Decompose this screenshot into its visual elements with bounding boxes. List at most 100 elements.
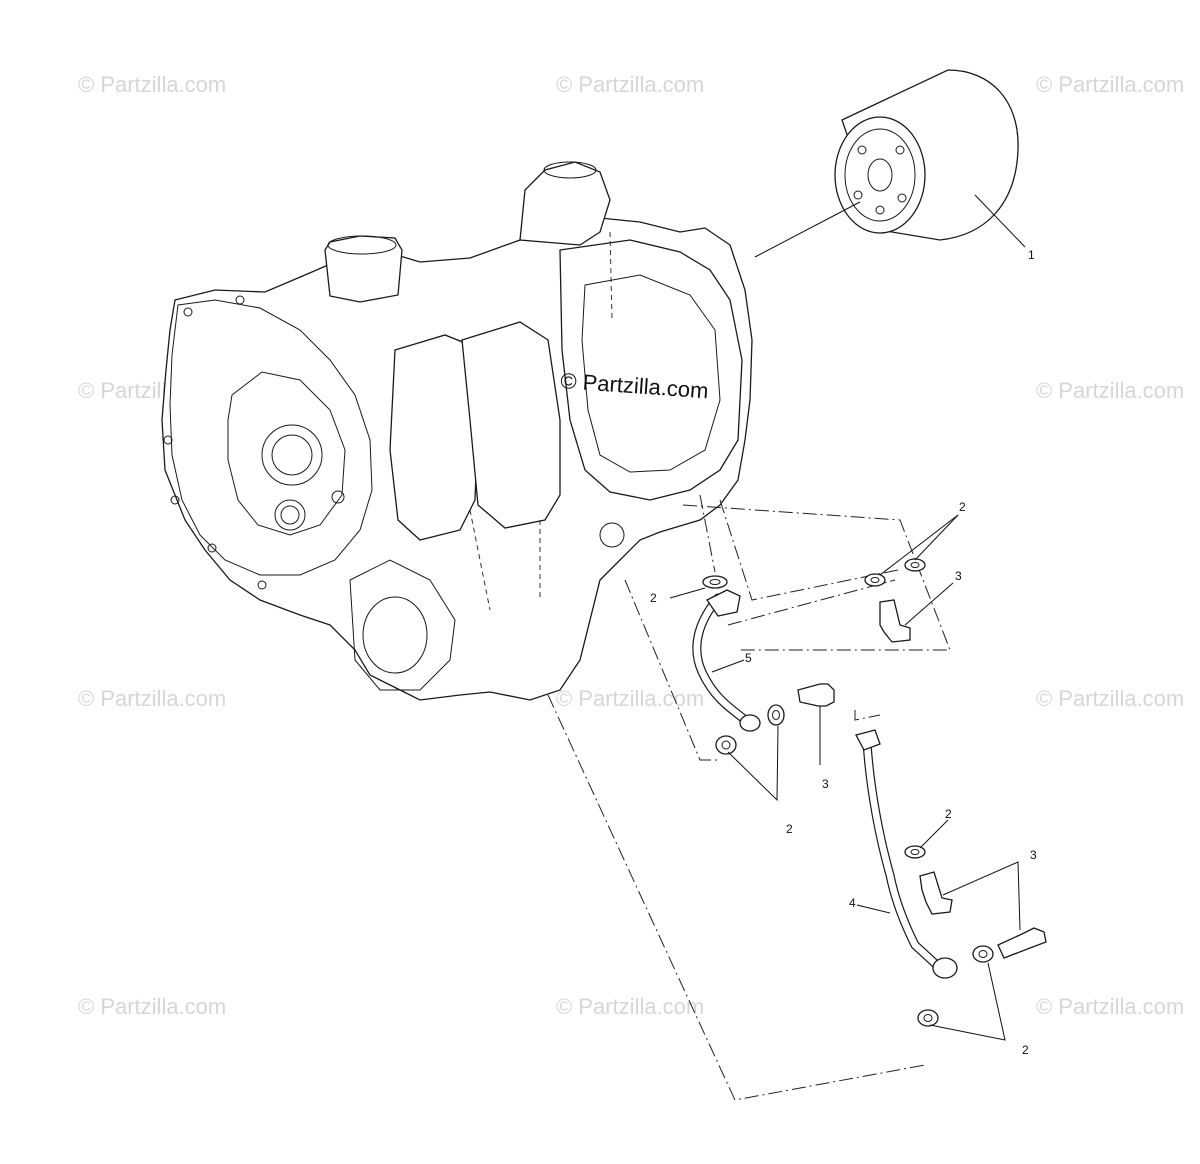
assembly-line <box>547 694 926 1101</box>
engine-crankcase <box>161 161 753 701</box>
callout-3-middle: 3 <box>822 777 829 791</box>
callout-1: 1 <box>1028 248 1035 262</box>
banjo-bolt <box>879 599 911 643</box>
assembly-line <box>624 579 720 761</box>
upper-oil-line-inner <box>693 594 752 726</box>
oil-filter-port <box>857 145 867 155</box>
callout-5: 5 <box>745 651 752 665</box>
crank-bore-inner <box>271 434 313 476</box>
callout-leader <box>879 514 959 576</box>
watermark-text: © Partzilla.com <box>556 686 704 711</box>
banjo-bolt <box>919 871 953 915</box>
lower-fittings <box>904 845 1047 1027</box>
cylinder-block-2 <box>461 321 561 529</box>
hidden-line <box>609 231 613 321</box>
lower-oil-line-inner <box>863 738 944 972</box>
shaft-boss-inner <box>280 505 300 525</box>
sealing-washer <box>904 558 926 572</box>
callout-2-lower-single: 2 <box>945 807 952 821</box>
assembly-line <box>727 579 896 626</box>
oil-filter <box>834 69 1019 241</box>
banjo-bolt <box>797 683 835 707</box>
watermark-text: © Partzilla.com <box>556 994 704 1019</box>
sealing-washer-hole <box>870 577 880 583</box>
sealing-washer-hole <box>709 579 721 585</box>
oil-filter-base <box>834 116 926 234</box>
head-cover <box>581 274 721 473</box>
sealing-washer <box>917 1009 939 1027</box>
lower-oil-line <box>855 729 958 979</box>
sealing-washer-hole <box>772 710 780 720</box>
callout-leader <box>669 587 706 599</box>
lower-oil-line-outer <box>862 737 945 973</box>
callout-leader <box>904 582 954 626</box>
flange-bolt-hole <box>163 435 173 445</box>
flange-bolt-hole <box>183 307 193 317</box>
callout-3-upper: 3 <box>955 569 962 583</box>
assembly-line <box>682 504 951 651</box>
flange-bolt-hole <box>235 295 245 305</box>
assembly-line <box>854 710 881 721</box>
oil-filter-port <box>875 205 885 215</box>
sealing-washer-hole <box>923 1014 933 1022</box>
middle-fittings <box>715 683 835 755</box>
oil-filter-port <box>853 190 863 200</box>
callout-leader <box>974 194 1026 248</box>
sump-cover <box>349 559 456 691</box>
callout-leader <box>914 514 959 561</box>
flywheel-housing-inner <box>227 371 346 536</box>
assembly-line <box>699 494 716 573</box>
watermark-text: © Partzilla.com <box>1036 378 1184 403</box>
callout-leader <box>942 861 1021 931</box>
upper-oil-line <box>692 589 761 732</box>
callout-leader <box>856 904 891 914</box>
intake-neck <box>519 161 611 246</box>
lower-oil-line-fitting-bottom <box>932 957 958 979</box>
watermark-text: © Partzilla.com <box>78 72 226 97</box>
watermark-text: © Partzilla.com <box>1036 72 1184 97</box>
sealing-washer <box>972 945 994 963</box>
sealing-washer-hole <box>910 849 920 855</box>
oil-filter-install-line <box>754 201 861 258</box>
oil-filter-port <box>897 193 907 203</box>
oil-filter-port <box>895 145 905 155</box>
assembly-lines <box>547 494 951 1101</box>
upper-oil-line-fitting-bottom <box>739 714 761 732</box>
callout-leader <box>727 725 779 802</box>
callout-2-upper-right: 2 <box>959 500 966 514</box>
shaft-boss <box>274 499 306 531</box>
callout-2-upper-left: 2 <box>650 591 657 605</box>
watermark-text: © Partzilla.com <box>78 994 226 1019</box>
flange-bolt-hole <box>170 495 180 505</box>
upper-oil-line-fitting-top <box>706 589 741 617</box>
sealing-washer-hole <box>978 950 988 958</box>
sealing-washer <box>904 845 926 859</box>
crank-bore <box>261 424 323 486</box>
callout-2-middle: 2 <box>786 822 793 836</box>
callout-leader <box>919 819 949 849</box>
oil-filter-center-hole <box>867 158 893 192</box>
watermark-text: © Partzilla.com <box>1036 686 1184 711</box>
flange-bolt-hole <box>207 543 217 553</box>
callout-leader <box>929 962 1006 1041</box>
upper-fittings <box>702 558 926 643</box>
oil-filter-gasket <box>844 128 916 222</box>
callout-leader <box>711 659 745 673</box>
bolt-boss <box>331 490 345 504</box>
assembly-line <box>719 499 899 601</box>
sealing-washer <box>715 735 737 755</box>
hidden-line <box>469 509 491 611</box>
intake-port-opening <box>327 235 397 255</box>
flywheel-housing <box>169 299 373 576</box>
sealing-washer-hole <box>910 562 920 568</box>
sealing-washer <box>864 573 886 587</box>
sealing-washer <box>767 704 785 726</box>
watermark-text: © Partzilla.com <box>556 72 704 97</box>
sealing-washer <box>702 575 728 589</box>
cylinder-head <box>559 239 743 501</box>
intake-port <box>324 235 403 303</box>
callout-3-lower: 3 <box>1030 848 1037 862</box>
sealing-washer-hole <box>721 740 731 750</box>
